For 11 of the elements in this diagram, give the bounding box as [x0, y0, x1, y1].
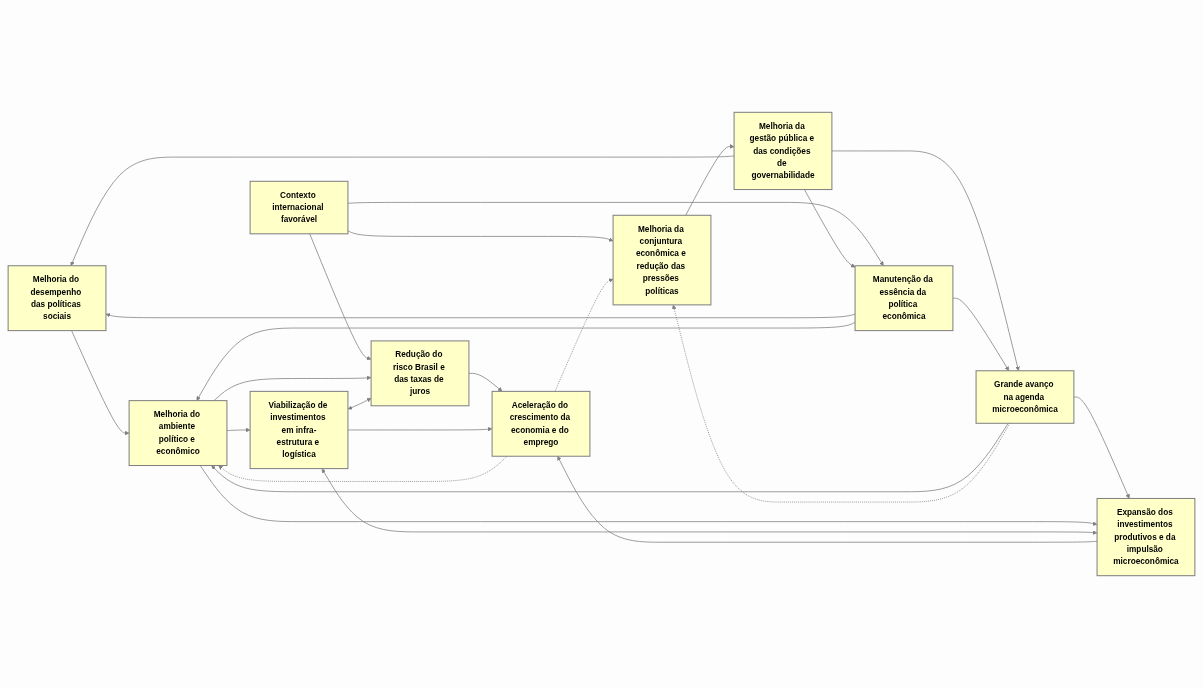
node-box: Redução do risco Brasil e das taxas de juros: [370, 340, 470, 407]
node-box: Viabilização de investimentos em infra-estrutura e logística: [249, 390, 349, 470]
node-box: Expansão dos investimentos produtivos e da impulsão microeconômica: [1096, 497, 1196, 577]
node-box: Manutenção da essência da política econômica: [854, 265, 954, 332]
node-box: Melhoria da conjuntura econômica e redução das pressões políticas: [612, 214, 712, 306]
node-box: Melhoria da gestão pública e das condições de governabilidade: [733, 111, 833, 191]
node-box: Melhoria do desempenho das políticas sociais: [7, 265, 107, 332]
node-box: Aceleração do crescimento da economia e do emprego: [491, 390, 591, 457]
node-box: Grande avanço na agenda microeconômica: [975, 370, 1075, 424]
node-box: Melhoria do ambiente político e econômico: [128, 400, 228, 467]
node-box: Contexto internacional favorável: [249, 180, 349, 235]
